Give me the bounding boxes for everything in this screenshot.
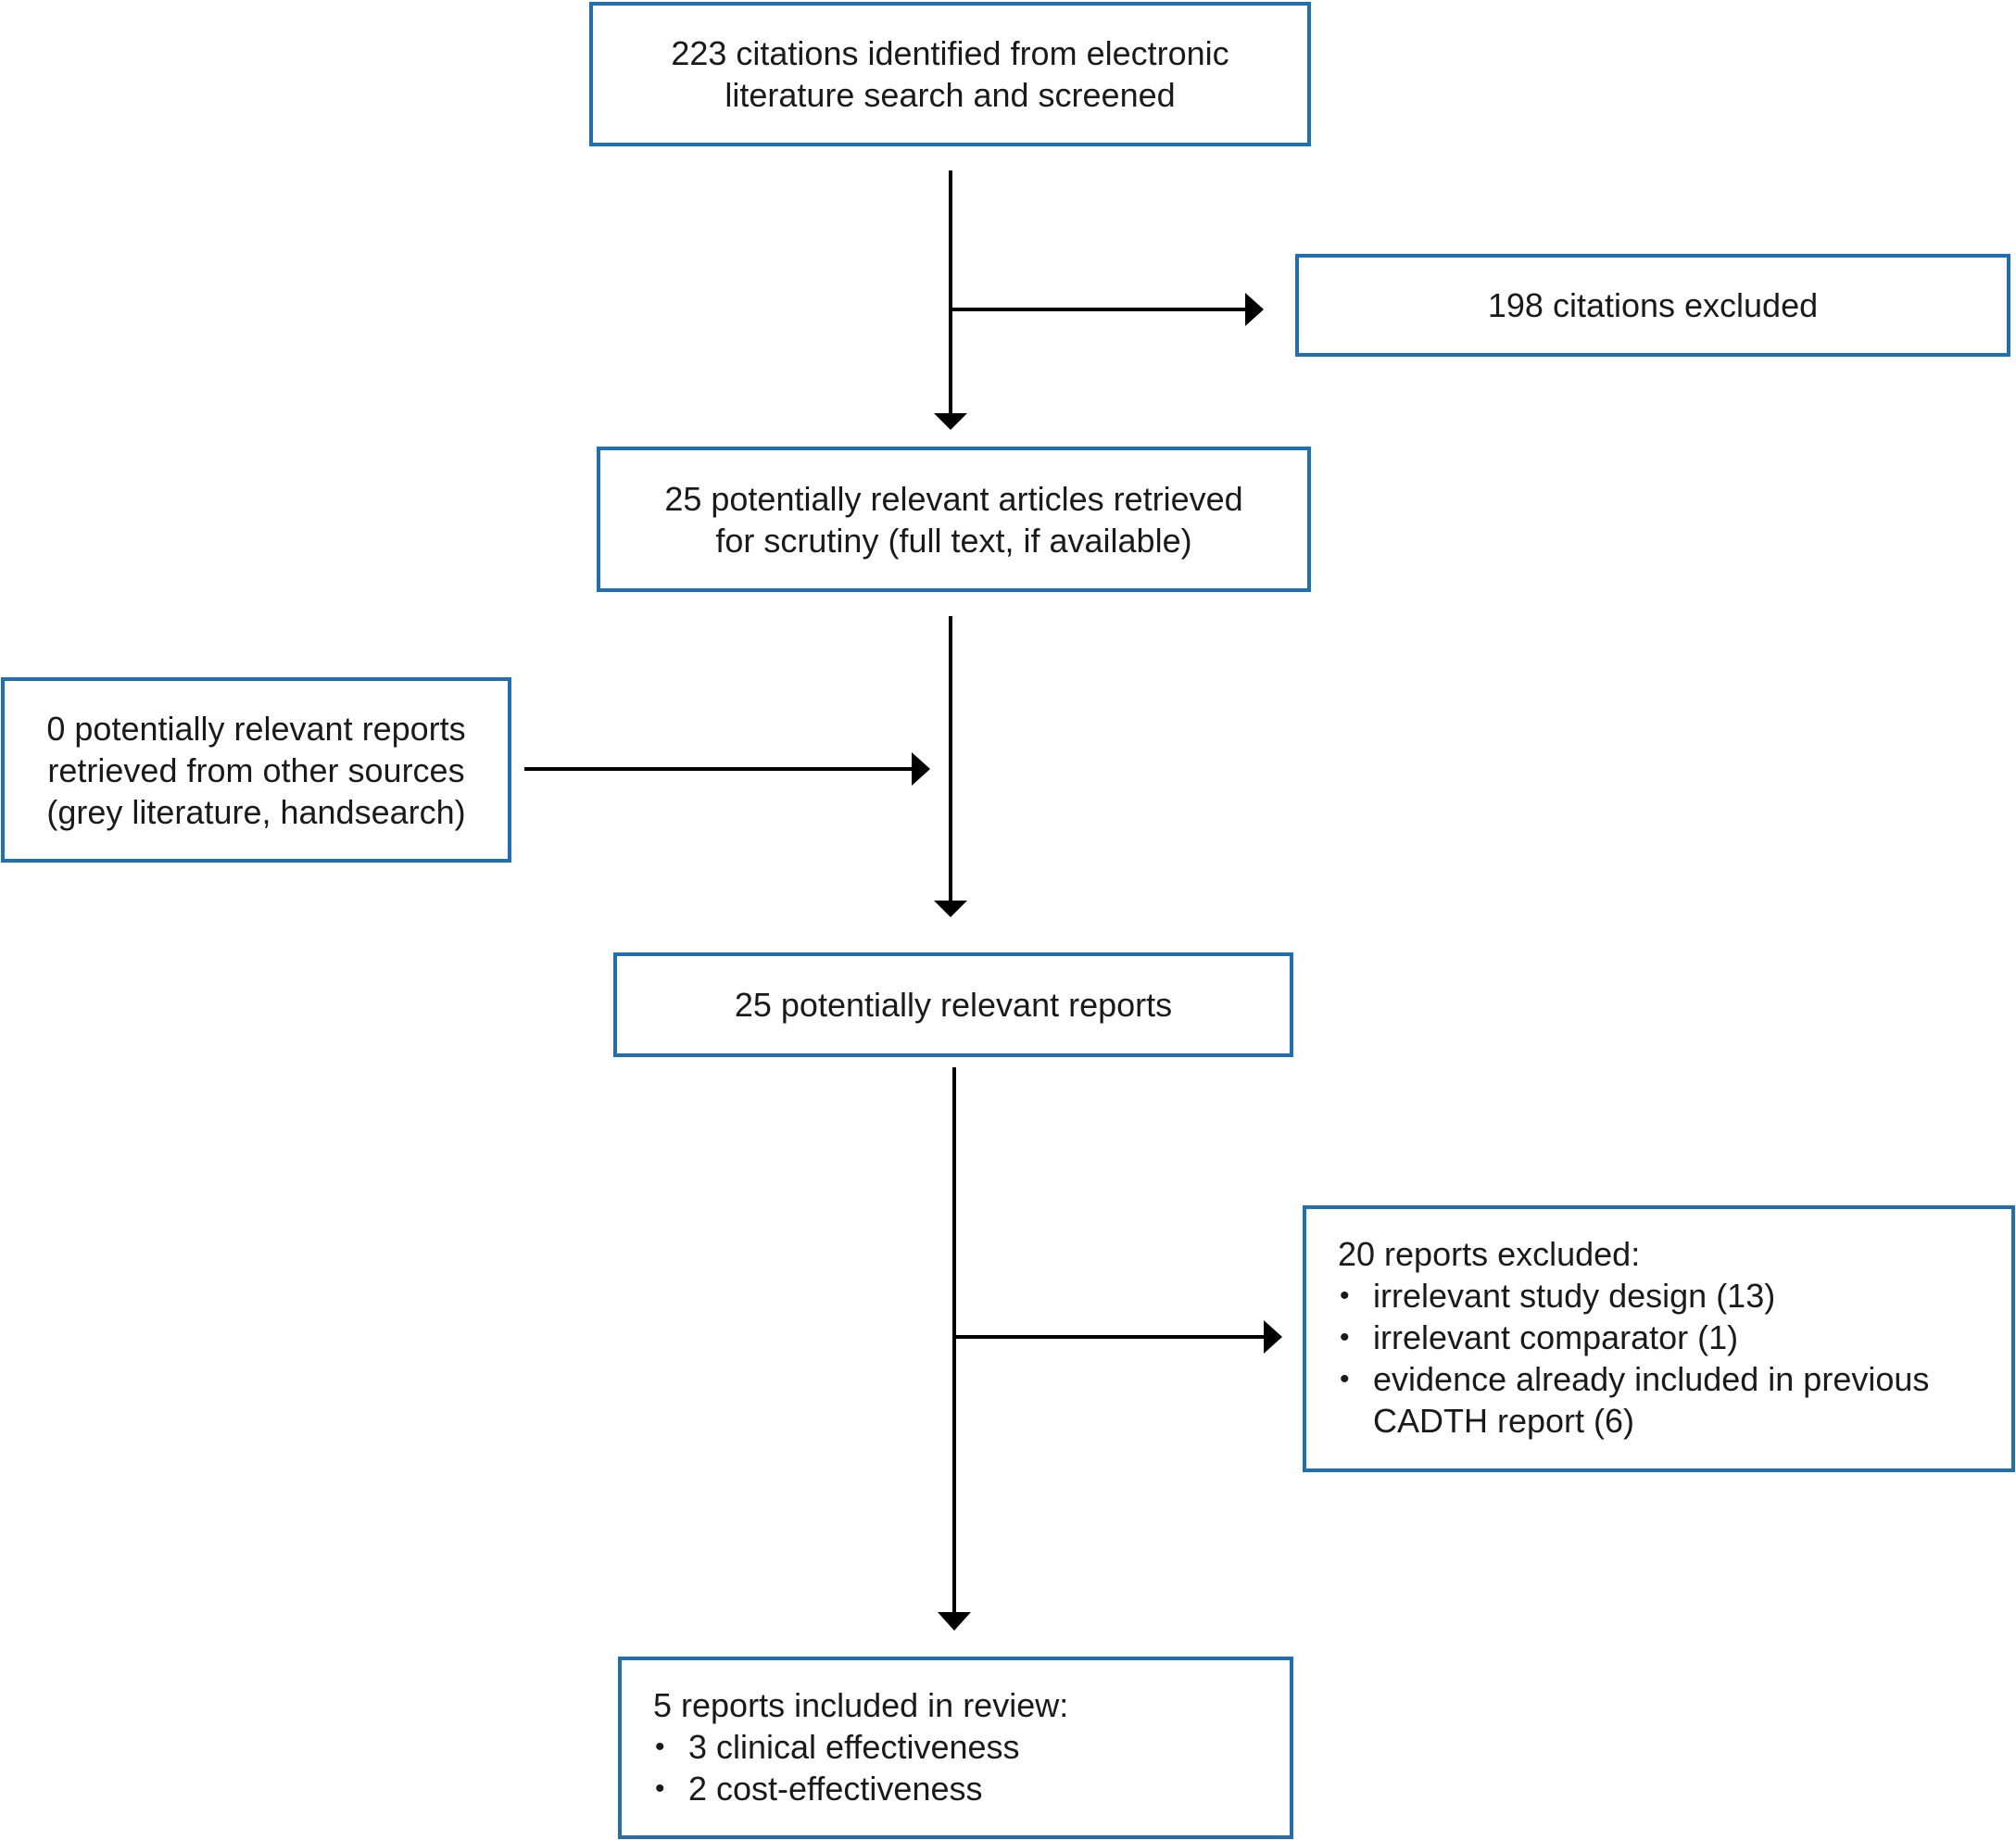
list-item: 2 cost-effectiveness xyxy=(653,1768,1258,1809)
box-text-line: retrieved from other sources xyxy=(47,750,465,789)
box-heading: 20 reports excluded: xyxy=(1338,1235,1641,1273)
list-item: 3 clinical effectiveness xyxy=(653,1726,1258,1768)
box-excluded-reports: 20 reports excluded: irrelevant study de… xyxy=(1303,1205,2015,1472)
arrowhead-right-3 xyxy=(1264,1320,1282,1354)
arrowhead-down-3 xyxy=(938,1612,971,1631)
box-text-line: 223 citations identified from electronic xyxy=(671,34,1229,72)
list-item: irrelevant study design (13) xyxy=(1338,1275,1980,1317)
box-potential-reports: 25 potentially relevant reports xyxy=(613,952,1293,1057)
box-included-reports: 5 reports included in review: 3 clinical… xyxy=(618,1657,1293,1839)
box-text-line: for scrutiny (full text, if available) xyxy=(715,521,1192,560)
arrowhead-right-1 xyxy=(1245,293,1264,326)
box-identified: 223 citations identified from electronic… xyxy=(589,2,1311,146)
list-item: evidence already included in previous xyxy=(1338,1358,1980,1400)
box-excluded-citations: 198 citations excluded xyxy=(1295,254,2010,357)
exclusion-reasons-list: irrelevant study design (13) irrelevant … xyxy=(1338,1275,1980,1442)
box-text-line: 198 citations excluded xyxy=(1487,286,1819,324)
box-heading: 5 reports included in review: xyxy=(653,1686,1069,1724)
box-text-line: 25 potentially relevant reports xyxy=(734,986,1173,1024)
box-text-line: literature search and screened xyxy=(724,76,1176,114)
list-item: irrelevant comparator (1) xyxy=(1338,1317,1980,1358)
box-text-line: (grey literature, handsearch) xyxy=(46,792,466,831)
box-other-sources: 0 potentially relevant reports retrieved… xyxy=(1,677,511,863)
arrowhead-down-1 xyxy=(934,413,967,430)
list-item-continuation: CADTH report (6) xyxy=(1373,1402,1635,1440)
box-text-line: 0 potentially relevant reports xyxy=(46,709,466,748)
box-retrieved: 25 potentially relevant articles retriev… xyxy=(597,447,1311,592)
box-text-line: 25 potentially relevant articles retriev… xyxy=(664,479,1243,518)
arrowhead-right-2 xyxy=(912,752,930,786)
arrowhead-down-2 xyxy=(934,901,967,917)
included-reports-list: 3 clinical effectiveness 2 cost-effectiv… xyxy=(653,1726,1258,1809)
